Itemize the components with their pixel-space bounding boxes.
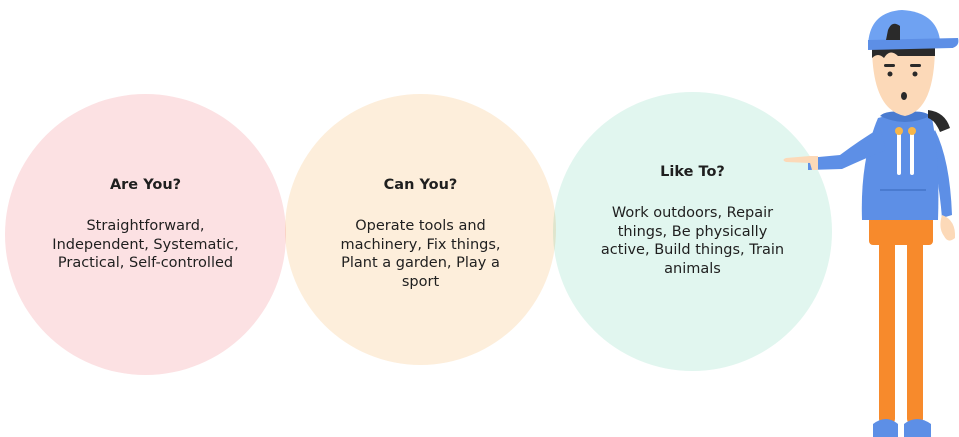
are-you-title: Are You? <box>109 177 182 193</box>
right-leg <box>907 210 923 424</box>
pointing-arm <box>808 128 886 170</box>
can-you-text: Operate tools and machinery, Fix things,… <box>340 218 501 290</box>
cap-brim <box>868 38 959 50</box>
cap <box>868 10 940 48</box>
are-you-text: Straightforward, Independent, Systematic… <box>52 218 239 271</box>
like-to-text: Work outdoors, Repair things, Be physica… <box>600 205 785 277</box>
circle-can-you: Can You? Operate tools and machinery, Fi… <box>285 94 556 365</box>
left-leg <box>879 210 895 424</box>
left-shoe <box>873 419 898 437</box>
like-to-title: Like To? <box>660 164 725 180</box>
pointing-hand <box>783 156 818 170</box>
circle-are-you: Are You? Straightforward, Independent, S… <box>5 94 286 375</box>
pointing-person-illustration <box>783 10 959 437</box>
can-you-title: Can You? <box>383 177 458 193</box>
head <box>872 45 935 116</box>
circle-like-to: Like To? Work outdoors, Repair things, B… <box>553 92 832 371</box>
right-shoe <box>904 419 931 437</box>
